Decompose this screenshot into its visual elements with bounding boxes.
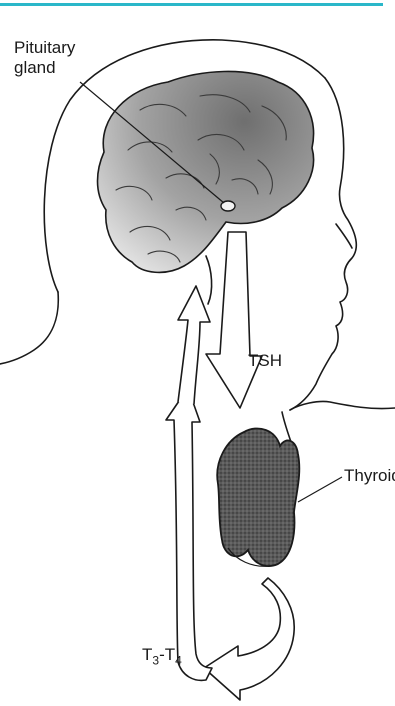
tsh-label: TSH bbox=[248, 351, 282, 371]
brain-icon bbox=[98, 71, 314, 272]
thyroid-label: Thyroid bbox=[344, 466, 395, 486]
accent-rule-bar bbox=[0, 3, 383, 6]
t3-t4-label: T3-T4 bbox=[142, 645, 182, 670]
t3-t4-prefix: T bbox=[142, 645, 152, 664]
pituitary-gland-label: Pituitary gland bbox=[14, 38, 104, 78]
t3-t4-dash: -T bbox=[159, 645, 175, 664]
down-arrow-icon bbox=[206, 232, 262, 408]
up-arrow-icon bbox=[178, 286, 210, 404]
t4-subscript: 4 bbox=[175, 653, 182, 667]
thyroid-leader-line bbox=[298, 477, 342, 502]
thyroid-gland-icon bbox=[217, 428, 299, 566]
